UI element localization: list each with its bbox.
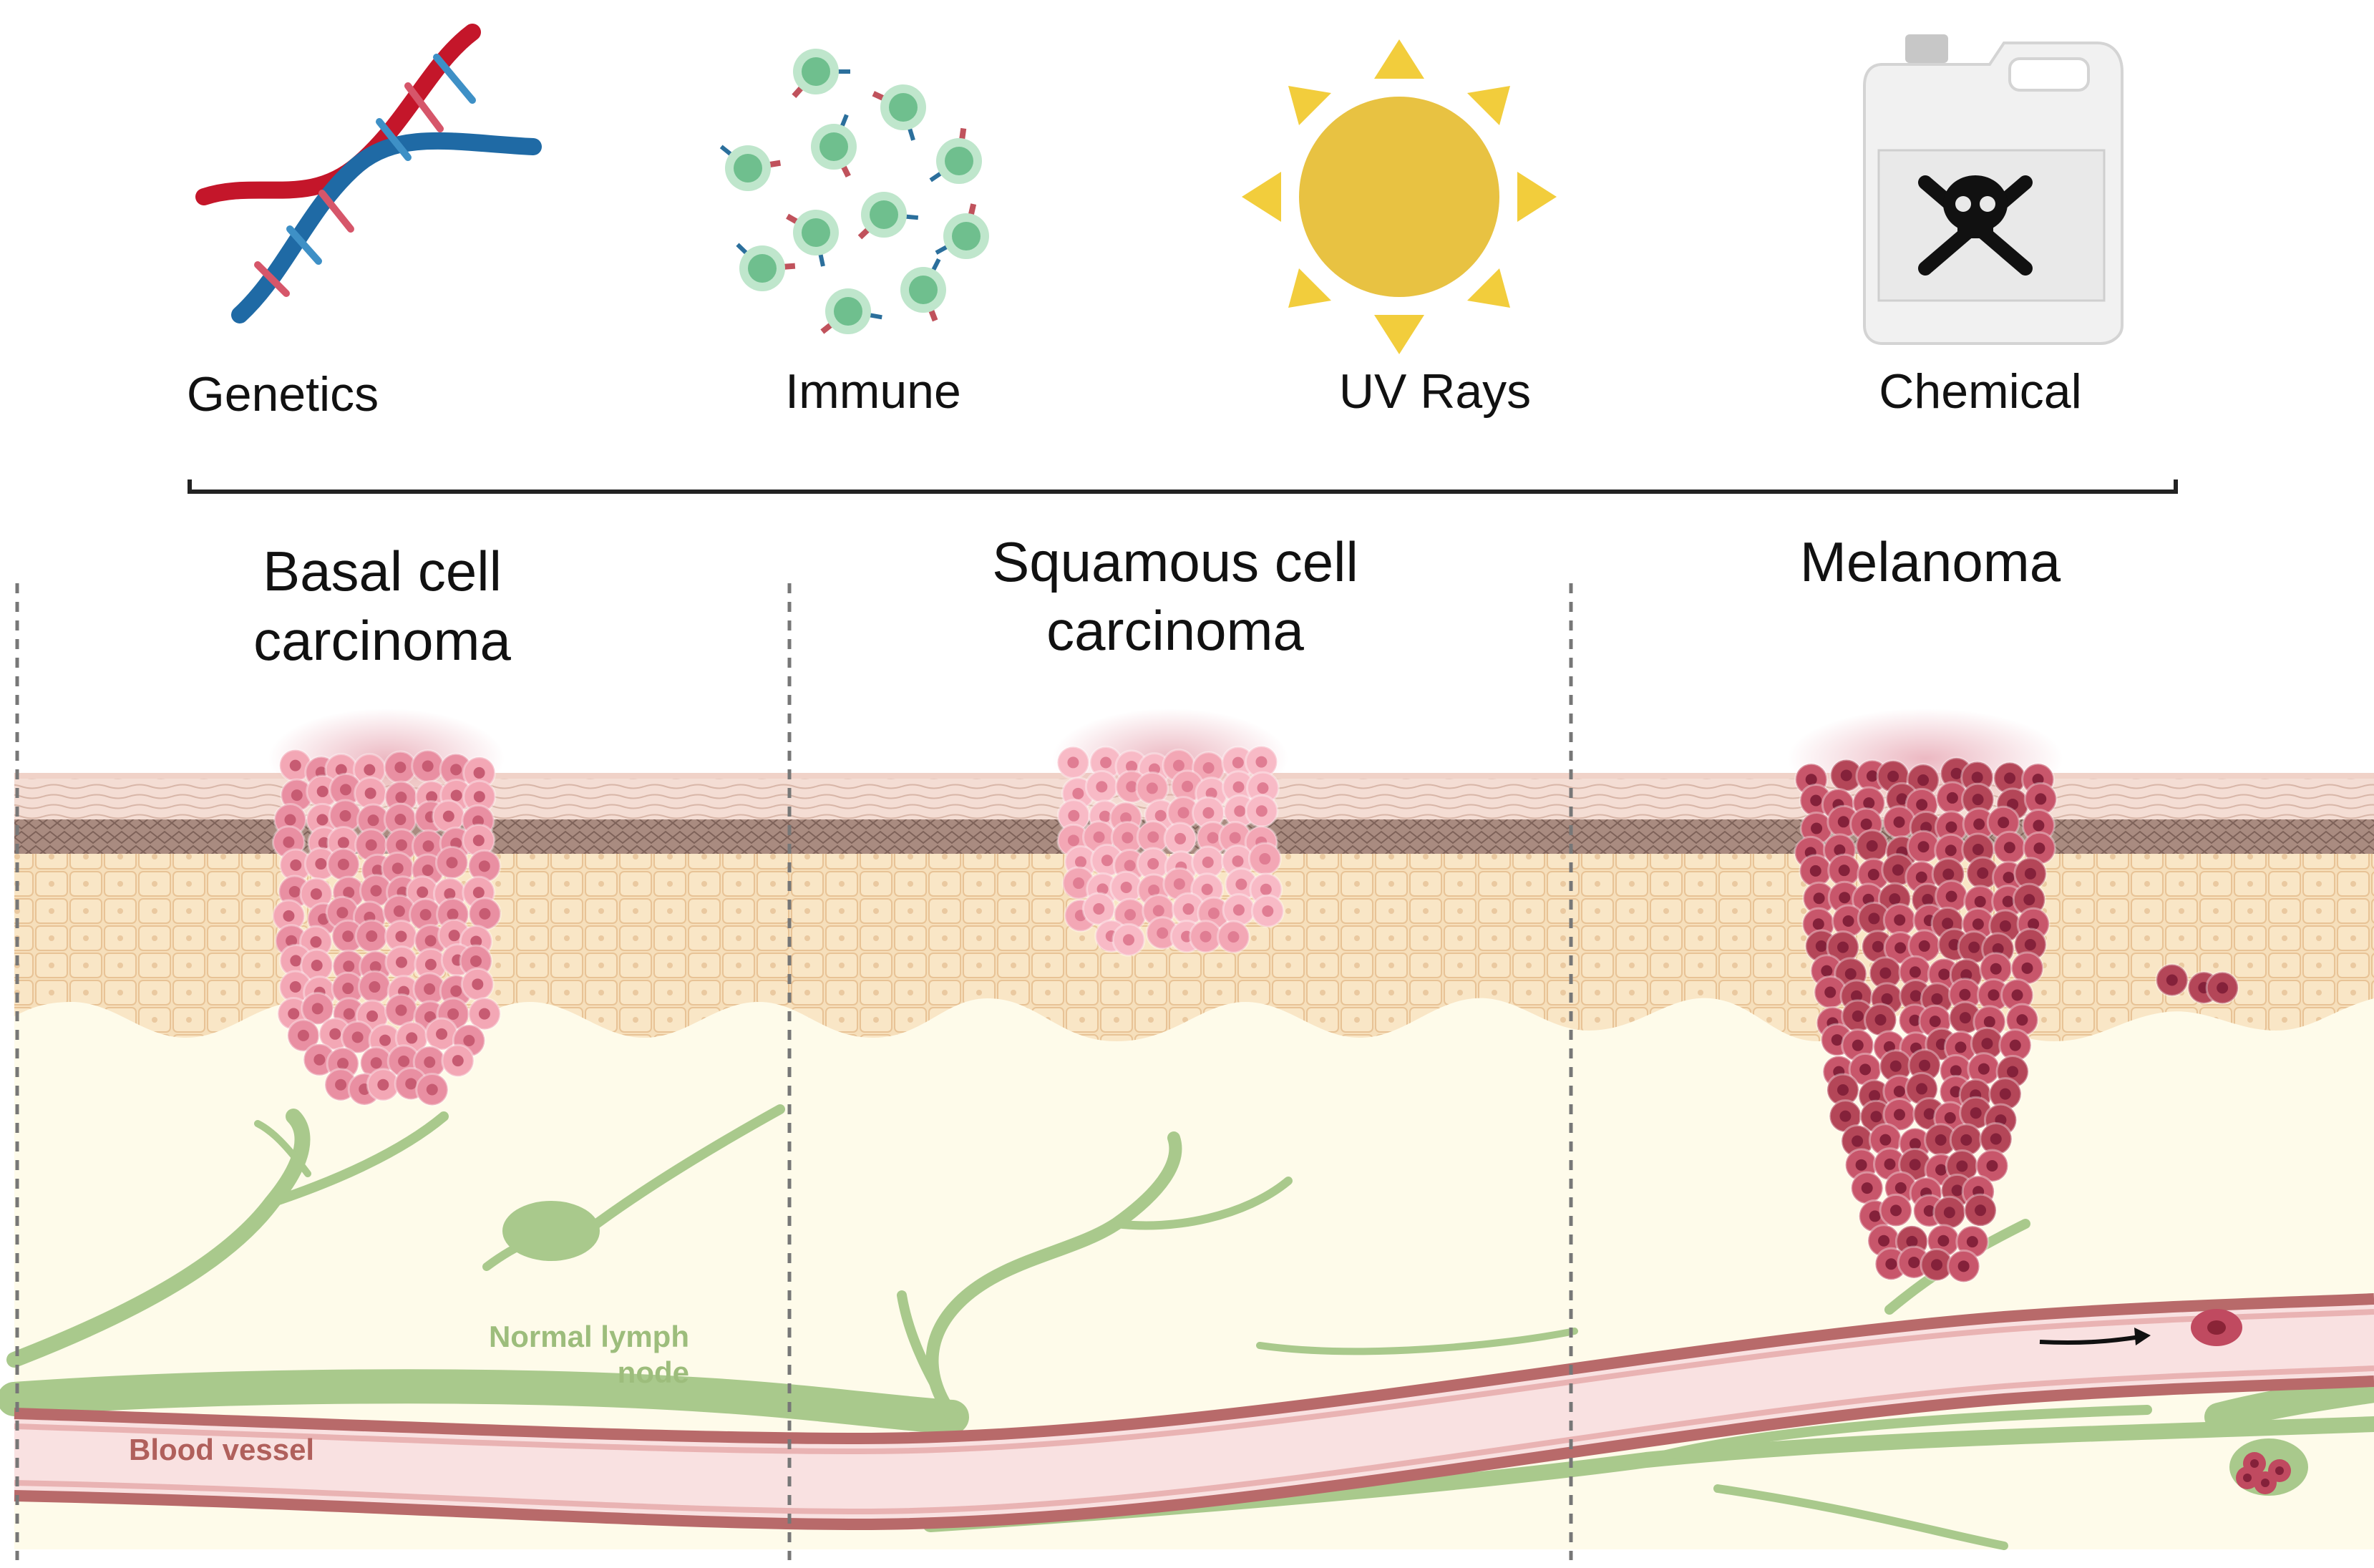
immune-cell <box>929 127 982 184</box>
basal-cell-tumor <box>268 708 505 1106</box>
immune-cell <box>786 210 839 267</box>
immune-cell <box>792 49 850 98</box>
uv-rays-label: UV Rays <box>1339 364 1531 419</box>
immune-cell <box>900 258 946 322</box>
immune-cell <box>719 145 782 191</box>
blood-vessel <box>14 1293 2374 1531</box>
immune-cell <box>935 203 989 259</box>
blood-vessel-label: Blood vessel <box>129 1433 314 1466</box>
genetics-label: Genetics <box>187 367 379 422</box>
squamous-title-line1: Squamous cell <box>992 530 1358 593</box>
chemical-jug-icon <box>1863 34 2124 345</box>
immune-cell <box>857 192 919 240</box>
squamous-cell-tumor <box>1052 708 1288 957</box>
immune-label: Immune <box>785 364 961 419</box>
squamous-title-line2: carcinoma <box>1046 599 1304 662</box>
chemical-label: Chemical <box>1879 364 2081 419</box>
melanoma-title: Melanoma <box>1800 530 2061 593</box>
circulating-tumor-cell <box>2191 1309 2242 1346</box>
lymph-node-label-line1: Normal lymph <box>489 1320 689 1353</box>
skull-crossbones-icon <box>1918 175 2033 276</box>
melanoma-satellite <box>2155 963 2291 1494</box>
sun-icon <box>1242 39 1557 354</box>
dna-icon <box>195 24 542 323</box>
immune-cell <box>811 114 857 178</box>
immune-cell <box>820 288 882 334</box>
melanoma-tumor <box>1787 708 2063 1283</box>
immune-cell <box>872 84 926 141</box>
panel-separators <box>15 583 1573 1560</box>
basal-title-line1: Basal cell <box>263 540 502 603</box>
lymph-node <box>502 1201 600 1261</box>
immune-cell <box>736 243 796 291</box>
grouping-bracket <box>188 479 2178 494</box>
immune-cells-icon <box>719 49 989 334</box>
lymph-node-label-line2: node <box>618 1355 689 1389</box>
basal-title-line2: carcinoma <box>253 609 511 672</box>
flow-arrow-icon <box>2039 1328 2151 1345</box>
